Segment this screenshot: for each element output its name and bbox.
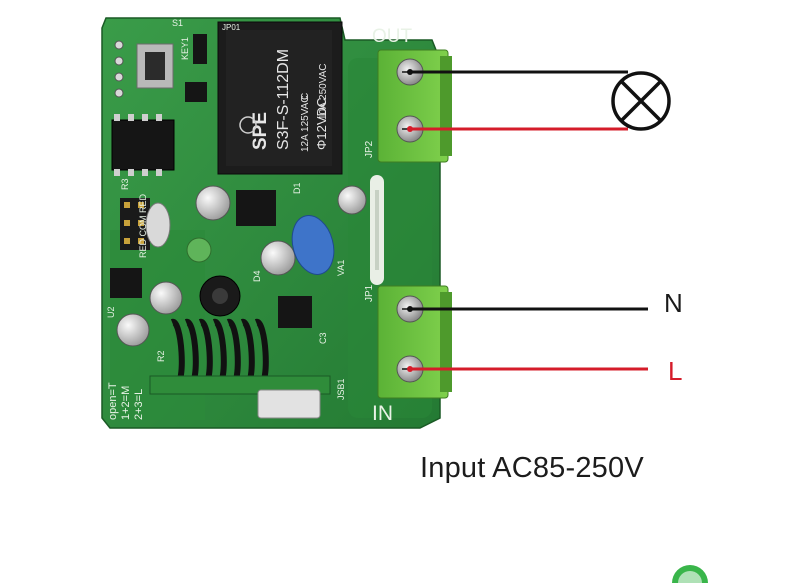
- label-in: IN: [372, 402, 393, 425]
- silk-mode-m: 1+2=M: [120, 386, 132, 420]
- led-header: [120, 198, 150, 250]
- green-circle-icon: [672, 565, 708, 583]
- smd-chips: [110, 34, 312, 328]
- label-out: OUT: [372, 26, 413, 47]
- silk-mode-l: 2+3=L: [133, 389, 145, 420]
- wire-label-neutral: N: [664, 288, 683, 318]
- silk-key: KEY1: [180, 37, 190, 60]
- silk-open-t: open=T: [107, 382, 119, 420]
- relay-coil: Φ12VDC: [314, 98, 329, 150]
- input-voltage-caption: Input AC85-250V: [420, 452, 644, 484]
- silk-u2: U2: [106, 306, 116, 318]
- relay-rating-1: 12A 125VAC: [300, 95, 311, 152]
- silk-d1: D1: [292, 182, 302, 194]
- terminal-block-out: [377, 49, 452, 163]
- ic-chip: [111, 114, 175, 176]
- inductor-small: [186, 237, 212, 263]
- silk-r3: R3: [120, 178, 130, 190]
- relay-rating-2: 10A 250VAC: [318, 63, 329, 120]
- silk-jp01: JP01: [222, 23, 241, 32]
- pin-header: [114, 40, 124, 98]
- wire-label-live: L: [668, 356, 683, 386]
- silk-d4: D4: [252, 270, 262, 282]
- silk-s1: S1: [172, 18, 183, 28]
- terminal-block-in: [377, 285, 452, 399]
- silk-va1: VA1: [336, 260, 346, 276]
- capacitors: [116, 185, 367, 347]
- wires: [407, 69, 648, 372]
- silk-r2: R2: [156, 350, 166, 362]
- relay-pin-c: C: [300, 93, 311, 100]
- x-capacitor: [291, 215, 335, 275]
- relay-logo-icon: [239, 116, 257, 134]
- silk-jsb1: JSB1: [336, 378, 346, 400]
- push-button-key1: [136, 43, 174, 89]
- label-jp2: JP2: [364, 140, 375, 158]
- silk-led-labels: RED COM RED: [138, 193, 148, 258]
- silk-c3: C3: [318, 332, 328, 344]
- lamp-icon: [611, 71, 671, 131]
- crystal: [257, 389, 321, 419]
- relay-model: S3F-S-112DM: [275, 49, 292, 150]
- relay: SPE S3F-S-112DM 12A 125VAC 10A 250VAC Φ1…: [217, 21, 343, 175]
- label-jp1: JP1: [364, 284, 375, 302]
